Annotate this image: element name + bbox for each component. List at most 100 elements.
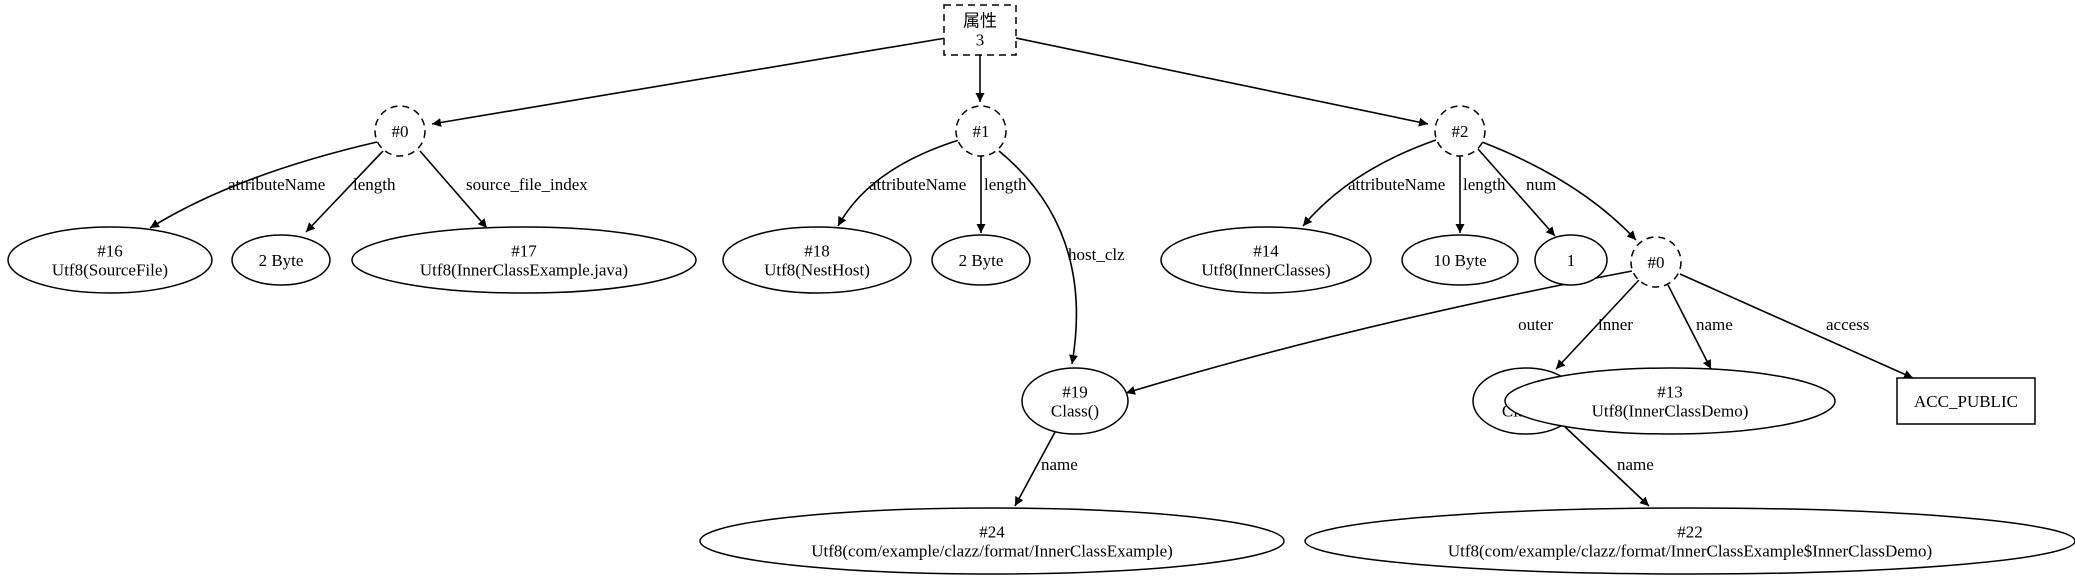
edge-label: num [1526,175,1556,194]
edge-label: length [353,175,396,194]
edge-label: outer [1518,315,1553,334]
node-root: 属性3 [943,4,1017,56]
edge-a1-len1: length [976,156,1027,233]
node-shape [1630,236,1682,288]
node-shape [1401,234,1519,286]
node-shape [1304,507,2075,575]
edge-line [419,150,488,229]
node-a1: #1 [955,105,1007,157]
node-label: Utf8(NestHost) [764,261,870,280]
node-num: 1 [1534,234,1608,286]
edge-label: name [1617,455,1654,474]
node-label: #0 [1648,253,1665,272]
node-shape [931,234,1031,286]
node-label: 10 Byte [1433,251,1486,270]
node-label: Utf8(InnerClassDemo) [1592,402,1749,421]
node-len2: 10 Byte [1401,234,1519,286]
edge-label: attributeName [869,175,966,194]
node-label: Utf8(InnerClassExample.java) [420,261,628,280]
edge-ic0-n19: outer [1125,270,1633,395]
edge-line [1679,273,1914,379]
edge-n19-n24: name [1014,431,1078,507]
edge-line [1562,424,1650,507]
edge-root-a0 [431,37,947,127]
node-shape [7,226,213,294]
edge-label: inner [1598,315,1633,334]
node-a2: #2 [1434,105,1486,157]
edge-label: host_clz [1068,245,1125,264]
node-len1: 2 Byte [931,234,1031,286]
edge-label: name [1041,455,1078,474]
node-label: Utf8(InnerClasses) [1201,261,1330,280]
edge-a0-len0: length [305,150,396,233]
node-label: #24 [979,523,1005,542]
node-len0: 2 Byte [231,234,331,286]
edge-line [998,150,1078,365]
node-label: 属性 [963,12,997,31]
edge-a1-n19: host_clz [998,150,1125,365]
node-shape [1021,367,1129,435]
edge-label: attributeName [228,175,325,194]
edge-line [1015,37,1429,127]
edge-label: length [984,175,1027,194]
node-label: #13 [1657,383,1683,402]
node-label: ACC_PUBLIC [1914,392,2018,411]
edge-ic0-acc: access [1679,273,1914,379]
node-label: #1 [973,122,990,141]
edge-label: length [1463,175,1506,194]
edge-label: source_file_index [466,175,588,194]
edge-line [305,150,384,233]
node-label: Class() [1051,402,1099,421]
edge-ic0-n13: name [1667,284,1733,370]
node-label: #18 [804,242,830,261]
edge-a0-n16: attributeName [149,141,378,229]
node-ic0: #0 [1630,236,1682,288]
node-shape [1534,234,1608,286]
edge-a1-n18: attributeName [837,139,966,227]
edge-line [1477,148,1556,237]
node-label: Utf8(com/example/clazz/format/InnerClass… [1448,542,1932,561]
edge-line [1302,139,1437,227]
node-label: #16 [97,242,123,261]
edge-ic0-n3: inner [1555,279,1640,370]
node-label: Utf8(com/example/clazz/format/InnerClass… [811,542,1173,561]
node-shape [1896,377,2036,425]
edge-a0-n17: source_file_index [419,150,588,229]
node-label: 1 [1567,251,1576,270]
node-a0: #0 [374,105,426,157]
edge-line [1014,431,1056,507]
edge-line [431,37,947,127]
node-shape [1160,226,1372,294]
node-n22: #22Utf8(com/example/clazz/format/InnerCl… [1304,507,2075,575]
node-shape [955,105,1007,157]
edge-line [1481,141,1637,241]
edge-n3-n22: name [1562,424,1654,507]
node-label: #14 [1253,242,1279,261]
node-shape [1434,105,1486,157]
node-label: #2 [1452,122,1469,141]
edge-a2-n14: attributeName [1302,139,1445,227]
edge-label: access [1826,315,1869,334]
node-label: #19 [1062,383,1088,402]
node-label: #22 [1677,523,1703,542]
node-shape [351,226,697,294]
edge-line [1555,279,1640,370]
edge-line [837,139,960,227]
node-shape [374,105,426,157]
node-shape [722,226,912,294]
edge-line [149,141,378,229]
node-label: #17 [511,242,537,261]
node-shape [943,4,1017,56]
edge-a2-num: num [1477,148,1556,237]
edge-label: name [1696,315,1733,334]
node-shape [231,234,331,286]
edge-root-a2 [1015,37,1429,127]
node-n24: #24Utf8(com/example/clazz/format/InnerCl… [699,507,1285,575]
node-shape [1504,367,1836,435]
node-label: Utf8(SourceFile) [52,261,168,280]
